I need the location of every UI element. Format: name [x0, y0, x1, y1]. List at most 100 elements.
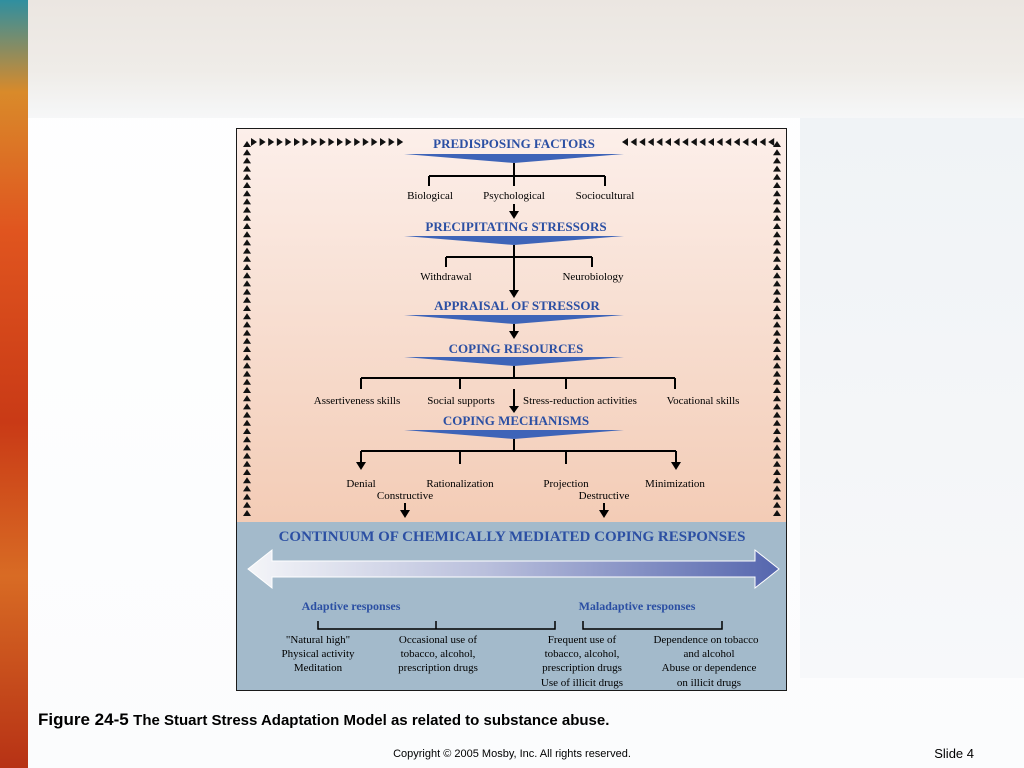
feedback-arrows-right-column [773, 141, 781, 516]
feedback-arrow-mark [773, 428, 781, 434]
copyright-notice: Copyright © 2005 Mosby, Inc. All rights … [393, 748, 631, 760]
precipitating-title: PRECIPITATING STRESSORS [425, 219, 606, 234]
feedback-arrow-mark [243, 452, 251, 459]
feedback-arrow-mark [243, 239, 251, 246]
feedback-arrow-mark [345, 138, 352, 146]
feedback-arrow-mark [243, 255, 251, 262]
feedback-arrow-mark [759, 138, 766, 146]
feedback-arrow-mark [773, 477, 781, 484]
response-maladaptive-2: and alcohol [683, 648, 734, 660]
predisposing-item: Biological [407, 190, 453, 202]
feedback-arrow-mark [243, 387, 251, 393]
coping-mechanism-item: Denial [346, 478, 375, 490]
feedback-arrow-mark [773, 370, 781, 377]
feedback-arrow-mark [243, 272, 251, 279]
feedback-arrow-mark [251, 138, 257, 146]
feedback-arrow-mark [773, 173, 781, 180]
feedback-arrow-mark [243, 280, 251, 287]
feedback-arrow-mark [243, 337, 251, 344]
feedback-arrow-mark [751, 138, 757, 146]
response-adaptive-2: tobacco, alcohol, [401, 648, 476, 660]
feedback-arrow-mark [773, 239, 781, 246]
feedback-arrow-mark [665, 138, 671, 146]
feedback-arrow-mark [243, 362, 251, 369]
feedback-arrows-top-left [251, 138, 404, 146]
feedback-arrow-mark [656, 138, 663, 146]
feedback-arrow-mark [243, 346, 251, 352]
feedback-arrow-mark [639, 138, 646, 146]
response-maladaptive-1: prescription drugs [542, 662, 622, 674]
feedback-arrow-mark [243, 247, 251, 254]
feedback-arrow-mark [302, 138, 309, 146]
feedback-arrow-mark [243, 501, 251, 508]
feedback-arrow-mark [773, 362, 781, 369]
down-arrow [509, 406, 519, 413]
feedback-arrow-mark [243, 419, 251, 426]
feedback-arrow-mark [690, 138, 697, 146]
feedback-arrow-mark [243, 403, 251, 410]
coping-mechanism-item: Minimization [645, 478, 705, 490]
feedback-arrow-mark [243, 264, 251, 270]
predisposing-item: Psychological [483, 190, 545, 202]
feedback-arrow-mark [388, 138, 395, 146]
response-adaptive-1: Meditation [294, 662, 343, 674]
feedback-arrow-mark [243, 223, 251, 229]
feedback-arrow-mark [311, 138, 318, 146]
coping-group-constructive: Constructive [377, 490, 433, 502]
feedback-arrow-mark [773, 149, 781, 156]
feedback-arrow-mark [725, 138, 732, 146]
feedback-arrow-mark [773, 411, 781, 418]
feedback-arrow-mark [773, 354, 781, 361]
feedback-arrow-mark [773, 157, 781, 164]
coping-mechanism-item: Rationalization [426, 478, 494, 490]
feedback-arrow-mark [773, 231, 781, 238]
down-arrow [509, 290, 519, 298]
appraisal-banner [404, 315, 624, 324]
feedback-arrow-mark [243, 444, 251, 451]
feedback-arrow-mark [380, 138, 386, 146]
response-maladaptive-2: on illicit drugs [677, 677, 741, 689]
feedback-arrow-mark [647, 138, 654, 146]
figure-number: Figure 24-5 [38, 710, 129, 729]
feedback-arrow-mark [328, 138, 335, 146]
feedback-arrow-mark [773, 378, 781, 385]
feedback-arrow-mark [773, 493, 781, 500]
upper-panel [237, 129, 786, 522]
feedback-arrow-mark [243, 149, 251, 156]
feedback-arrow-mark [243, 354, 251, 361]
response-maladaptive-1: Frequent use of [548, 634, 617, 646]
feedback-arrow-mark [773, 403, 781, 410]
feedback-arrow-mark [773, 337, 781, 344]
feedback-arrow-mark [742, 138, 749, 146]
feedback-arrow-mark [773, 305, 781, 311]
feedback-arrow-mark [699, 138, 706, 146]
feedback-arrow-mark [682, 138, 689, 146]
figure-border [236, 128, 787, 691]
feedback-arrow-mark [773, 387, 781, 393]
feedback-arrow-mark [319, 138, 326, 146]
feedback-arrow-mark [773, 272, 781, 279]
feedback-arrow-mark [243, 428, 251, 434]
feedback-arrow-mark [773, 280, 781, 287]
feedback-arrows-top-right [622, 138, 775, 146]
continuum-double-arrow [247, 548, 780, 590]
continuum-panel [237, 522, 786, 690]
feedback-arrow-mark [622, 138, 628, 146]
coping-resource-item: Social supports [427, 395, 495, 407]
feedback-arrow-mark [773, 329, 781, 336]
response-maladaptive-2: Dependence on tobacco [653, 634, 759, 646]
feedback-arrow-mark [716, 138, 723, 146]
feedback-arrow-mark [243, 329, 251, 336]
feedback-arrow-mark [243, 231, 251, 238]
slide-number: Slide 4 [934, 746, 974, 761]
feedback-arrow-mark [243, 182, 251, 188]
feedback-arrow-mark [773, 296, 781, 303]
feedback-arrow-mark [773, 510, 781, 516]
feedback-arrow-mark [243, 485, 251, 492]
coping-resources-banner [404, 357, 624, 366]
precipitating-item: Withdrawal [420, 271, 471, 283]
feedback-arrow-mark [773, 247, 781, 254]
appraisal-title: APPRAISAL OF STRESSOR [434, 298, 600, 313]
feedback-arrow-mark [243, 321, 251, 328]
feedback-arrow-mark [773, 501, 781, 508]
